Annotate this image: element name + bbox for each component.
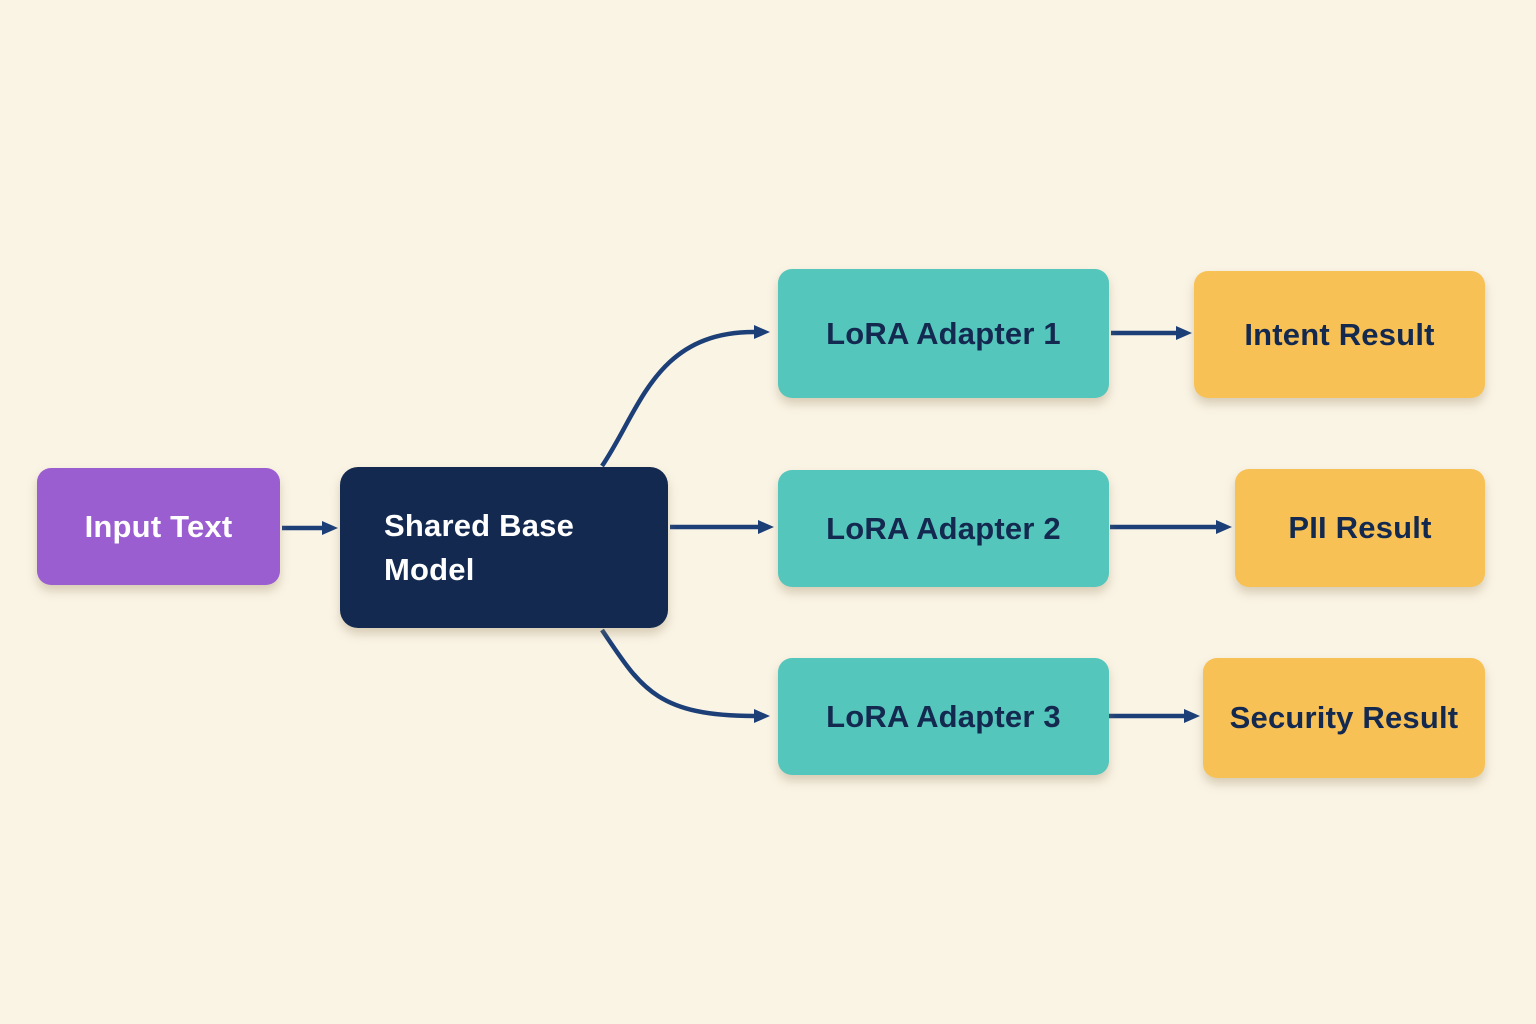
edge-base-to-lora3 [600,628,770,723]
node-intent-result: Intent Result [1194,271,1485,398]
node-input-text: Input Text [37,468,280,585]
node-lora-adapter-3: LoRA Adapter 3 [778,658,1109,775]
node-shared-base-model: Shared Base Model [340,467,668,628]
node-pii-result: PII Result [1235,469,1485,587]
node-lora-adapter-1: LoRA Adapter 1 [778,269,1109,398]
node-lora-adapter-2: LoRA Adapter 2 [778,470,1109,587]
edge-base-to-lora1 [600,325,770,468]
node-security-result: Security Result [1203,658,1485,778]
